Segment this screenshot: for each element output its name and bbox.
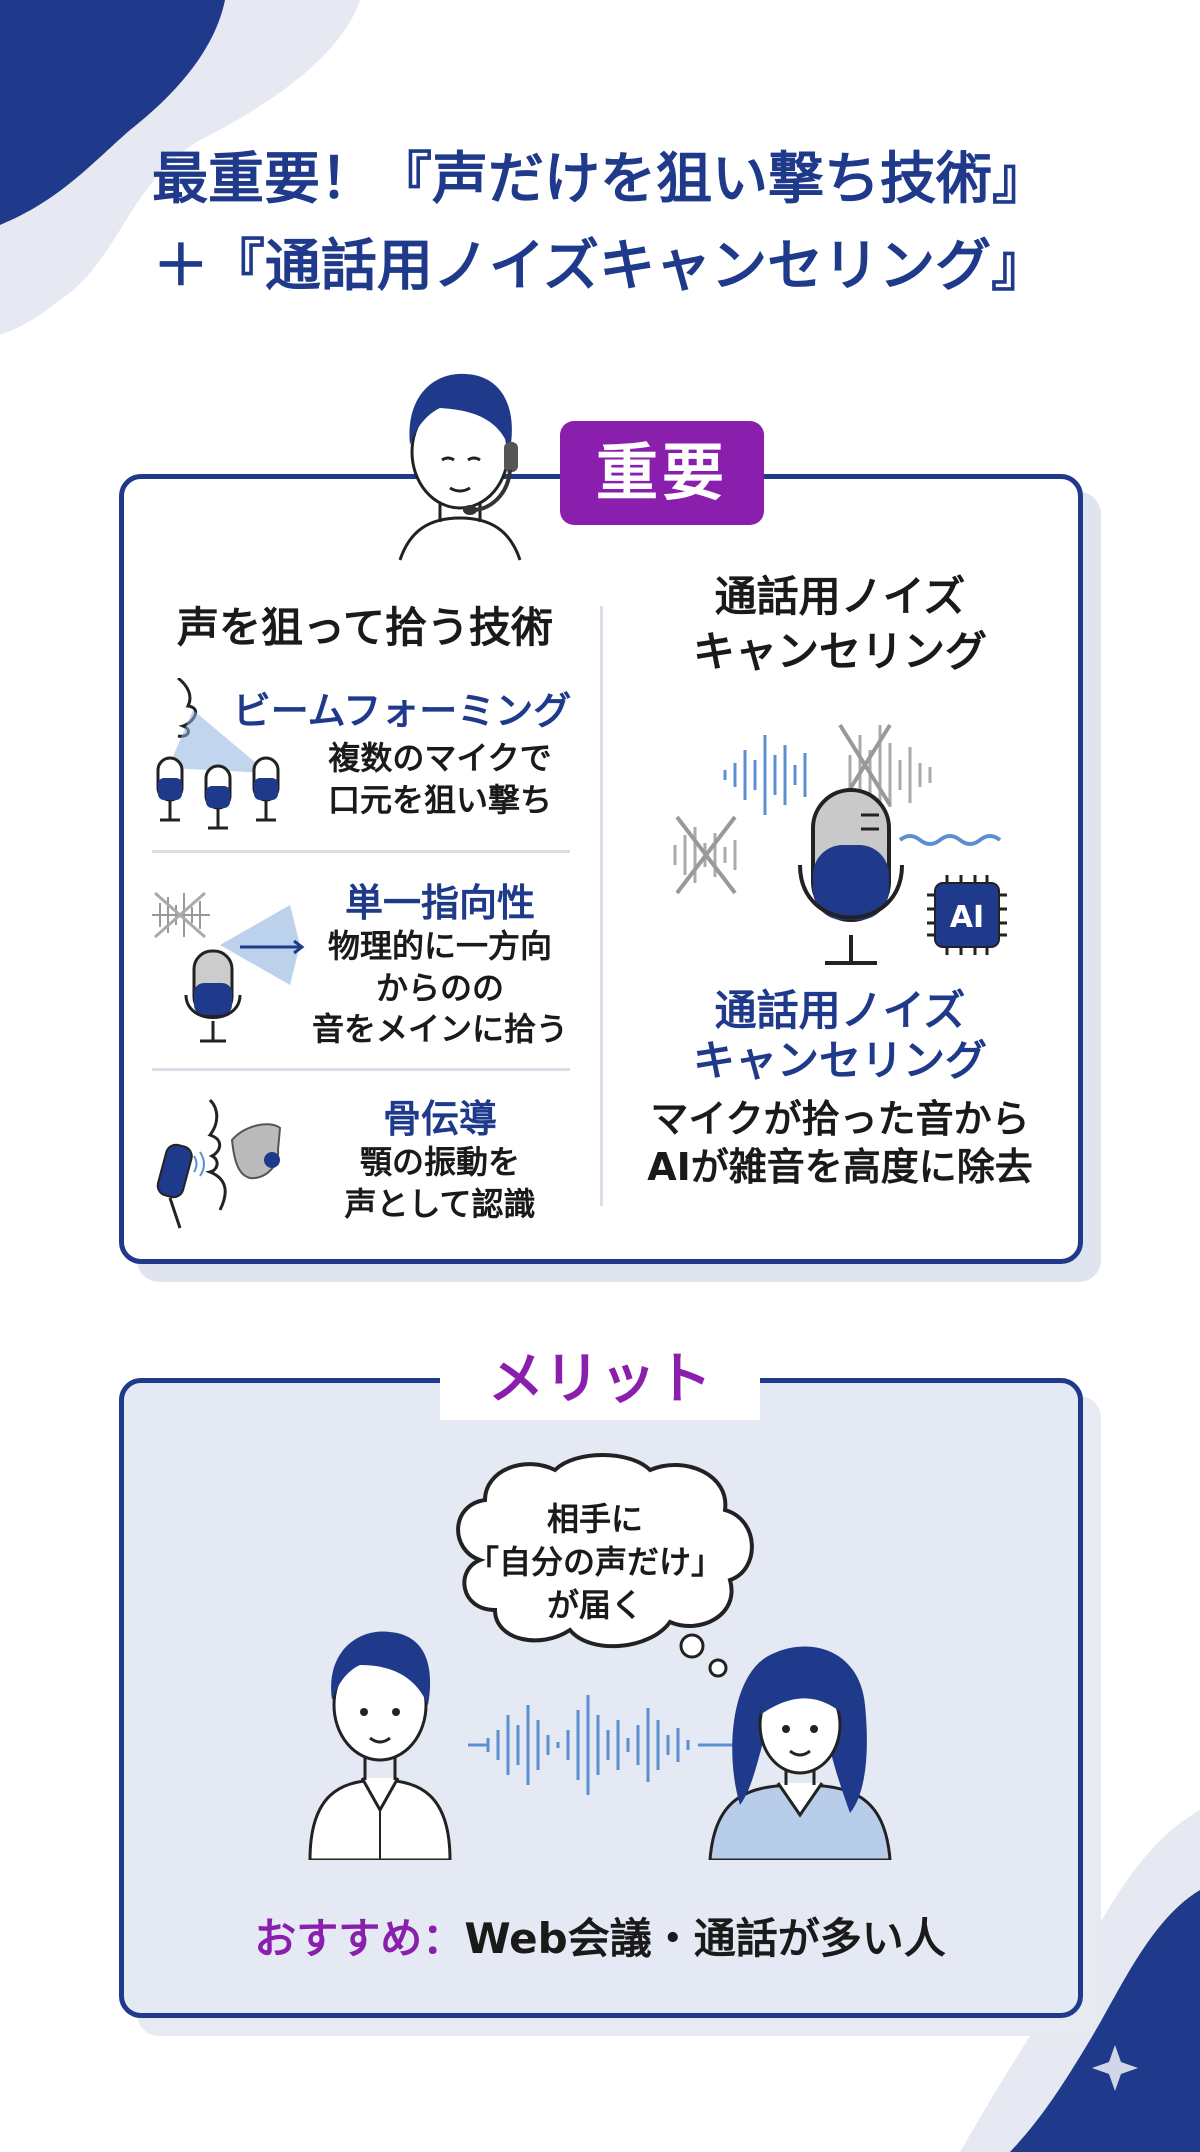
page-title-line2: ＋『通話用ノイズキャンセリング』 (152, 234, 1048, 299)
left-heading: 声を狙って拾う技術 (177, 603, 553, 652)
noise-cancel-illustration: AI (673, 723, 1007, 965)
recommend-line: おすすめ：Web会議・通話が多い人 (0, 1905, 1200, 1966)
bone-conduction-desc: 顎の振動を 声として認識 (344, 1143, 536, 1223)
directional-mic-icon (152, 891, 305, 1043)
beamforming-desc: 複数のマイクで 口元を狙い撃ち (327, 739, 552, 819)
bubble-text: 相手に 「自分の声だけ」 が届く (466, 1500, 723, 1625)
right-heading: 通話用ノイズ キャンセリング (692, 572, 987, 676)
recommend-text: Web会議・通話が多い人 (464, 1914, 946, 1963)
beamforming-mic-icon (156, 678, 280, 830)
thought-bubble-icon (456, 1453, 754, 1678)
headset-person-icon (398, 373, 522, 561)
recommend-prefix: おすすめ： (254, 1914, 465, 1963)
ai-chip-label: AI (950, 900, 984, 935)
bone-conduction-title: 骨伝導 (382, 1097, 497, 1141)
man-icon (308, 1631, 452, 1860)
unidirectional-title: 単一指向性 (344, 881, 535, 925)
card-divider (600, 606, 603, 1206)
right-subtitle: 通話用ノイズ キャンセリング (692, 986, 987, 1086)
left-divider-2 (152, 1068, 570, 1071)
unidirectional-desc: 物理的に一方向 からのの 音をメインに拾う (311, 927, 568, 1049)
merit-label: メリット (440, 1340, 760, 1420)
page-title-line1: 最重要！『声だけを狙い撃ち技術』 (152, 147, 1048, 212)
important-badge: 重要 (560, 421, 764, 525)
woman-icon (708, 1646, 892, 1860)
bone-conduction-icon (156, 1098, 282, 1229)
voice-wave-icon (468, 1695, 738, 1795)
left-divider-1 (152, 850, 570, 853)
beamforming-title: ビームフォーミング (232, 689, 572, 733)
right-desc: マイクが拾った音から AIが雑音を高度に除去 (647, 1097, 1033, 1189)
